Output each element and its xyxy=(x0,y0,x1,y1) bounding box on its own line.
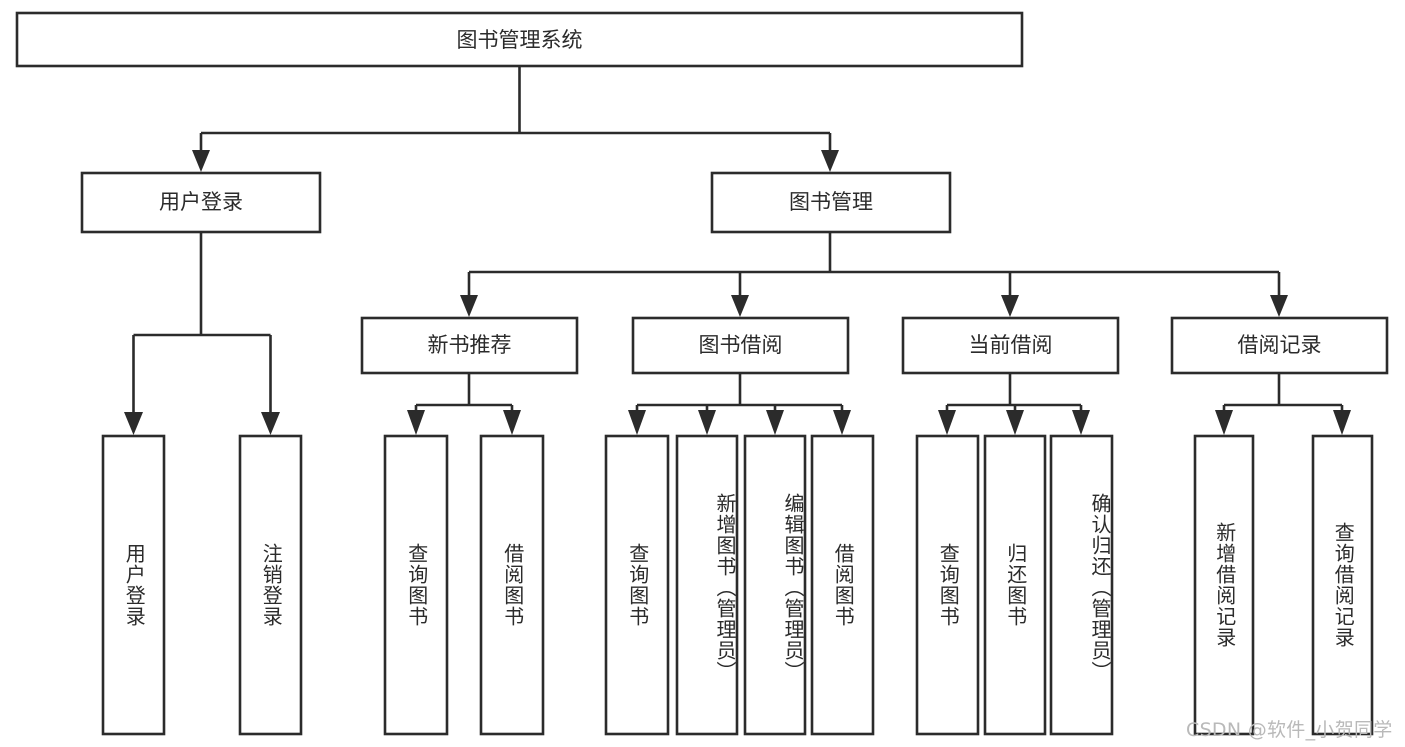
node-root-box[interactable] xyxy=(15,11,1024,68)
leaf-box-borrow-book-1[interactable] xyxy=(479,434,545,736)
arrow-head-book-borrow xyxy=(731,295,749,317)
arrow-head-book-manage xyxy=(821,150,839,172)
node-root-label: 图书管理系统 xyxy=(457,28,583,52)
leaf-box-query-borrow-record[interactable] xyxy=(1311,434,1374,736)
node-book-borrow-label: 图书借阅 xyxy=(699,333,783,357)
arrow-head-g2-leaf-1 xyxy=(628,410,646,435)
leaf-box-edit-book-admin[interactable] xyxy=(743,434,807,736)
arrow-head-user-login xyxy=(192,150,210,172)
node-current-borrow-label: 当前借阅 xyxy=(969,333,1053,357)
node-current-borrow-box[interactable] xyxy=(901,316,1120,375)
node-user-login-label: 用户登录 xyxy=(159,190,243,214)
node-book-manage-label: 图书管理 xyxy=(789,190,873,214)
leaf-box-add-book-admin[interactable] xyxy=(675,434,739,736)
arrow-head-g2-leaf-3 xyxy=(766,410,784,435)
node-book-borrow-box[interactable] xyxy=(631,316,850,375)
leaf-box-query-book-3[interactable] xyxy=(915,434,980,736)
connector-layer xyxy=(124,66,1351,435)
arrow-head-g2-leaf-2 xyxy=(698,410,716,435)
csdn-watermark: CSDN @软件_小贺同学 xyxy=(1186,719,1393,741)
arrow-head-g2-leaf-4 xyxy=(833,410,851,435)
arrow-head-g3-leaf-3 xyxy=(1072,410,1090,435)
arrow-head-g1-leaf-2 xyxy=(503,410,521,435)
arrow-head-g3-leaf-2 xyxy=(1006,410,1024,435)
leaf-box-confirm-return[interactable] xyxy=(1049,434,1114,736)
arrow-head-current-borrow xyxy=(1001,295,1019,317)
node-new-book-recommend-box[interactable] xyxy=(360,316,579,375)
arrow-head-borrow-record xyxy=(1270,295,1288,317)
arrow-head-g3-leaf-1 xyxy=(938,410,956,435)
leaf-box-user-login[interactable] xyxy=(101,434,166,736)
node-book-manage-box[interactable] xyxy=(710,171,952,234)
arrow-head-leaf-logout xyxy=(261,412,280,435)
arrow-head-g4-leaf-2 xyxy=(1333,410,1351,435)
leaf-box-add-borrow-record[interactable] xyxy=(1193,434,1255,736)
node-borrow-record-box[interactable] xyxy=(1170,316,1389,375)
node-layer: 图书管理系统 用户登录 图书管理 新书推荐 图书借阅 当前借阅 借阅记录 xyxy=(15,11,1389,736)
arrow-head-new-book-rec xyxy=(460,295,478,317)
leaf-box-logout[interactable] xyxy=(238,434,303,736)
leaf-box-borrow-book-2[interactable] xyxy=(810,434,875,736)
leaf-box-return-book[interactable] xyxy=(983,434,1047,736)
node-new-book-recommend-label: 新书推荐 xyxy=(428,333,512,357)
node-borrow-record-label: 借阅记录 xyxy=(1238,333,1322,357)
leaf-box-query-book-2[interactable] xyxy=(604,434,670,736)
arrow-head-leaf-user-login xyxy=(124,412,143,435)
arrow-head-g1-leaf-1 xyxy=(407,410,425,435)
node-user-login-box[interactable] xyxy=(80,171,322,234)
leaf-box-query-book-1[interactable] xyxy=(383,434,449,736)
arrow-head-g4-leaf-1 xyxy=(1215,410,1233,435)
